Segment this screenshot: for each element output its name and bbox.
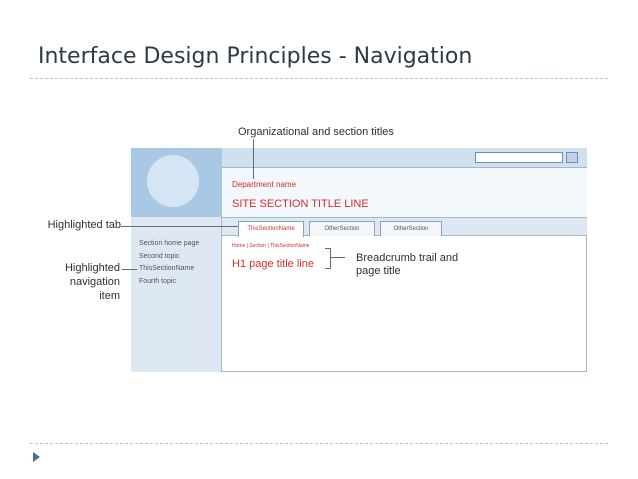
annotation-nav-line1: Highlighted bbox=[64, 262, 120, 274]
top-divider bbox=[30, 78, 608, 79]
breadcrumb-bracket-top bbox=[325, 248, 331, 249]
highlighted-tab-leader bbox=[121, 226, 238, 227]
breadcrumb-bracket-bottom bbox=[325, 268, 331, 269]
nav-item-second-topic[interactable]: Second topic bbox=[139, 253, 180, 260]
annotation-breadcrumb-line2: page title bbox=[356, 265, 401, 277]
tab-other-section-1[interactable]: OtherSection bbox=[309, 221, 375, 236]
nav-item-this-section[interactable]: ThisSectionName bbox=[139, 265, 195, 272]
logo-placeholder bbox=[147, 155, 199, 207]
left-navigation-column bbox=[131, 217, 222, 372]
slide-title: Interface Design Principles - Navigation bbox=[38, 44, 473, 69]
annotation-breadcrumb-line1: Breadcrumb trail and bbox=[356, 252, 459, 264]
highlighted-nav-leader bbox=[122, 269, 137, 270]
breadcrumb-bracket bbox=[330, 248, 331, 268]
search-input[interactable] bbox=[475, 152, 563, 163]
org-titles-leader bbox=[253, 139, 254, 179]
bottom-divider bbox=[30, 443, 608, 444]
tab-other-section-2[interactable]: OtherSection bbox=[380, 221, 442, 236]
nav-item-section-home[interactable]: Section home page bbox=[139, 240, 200, 247]
breadcrumb-trail[interactable]: Home | Section | ThisSectionName bbox=[232, 243, 310, 249]
breadcrumb-leader bbox=[331, 257, 345, 258]
tab-this-section[interactable]: ThisSectionName bbox=[238, 221, 304, 237]
search-button[interactable] bbox=[566, 152, 578, 163]
h1-page-title: H1 page title line bbox=[232, 258, 314, 270]
annotation-nav-line3: item bbox=[99, 290, 120, 302]
department-area bbox=[222, 168, 587, 217]
annotation-highlighted-tab: Highlighted tab bbox=[47, 219, 121, 231]
site-section-title: SITE SECTION TITLE LINE bbox=[232, 198, 369, 210]
nav-item-fourth-topic[interactable]: Fourth topic bbox=[139, 278, 176, 285]
bullet-arrow-icon bbox=[33, 452, 40, 462]
annotation-nav-line2: navigation bbox=[69, 276, 120, 288]
annotation-org-titles: Organizational and section titles bbox=[238, 126, 394, 138]
department-name: Department name bbox=[232, 180, 297, 189]
